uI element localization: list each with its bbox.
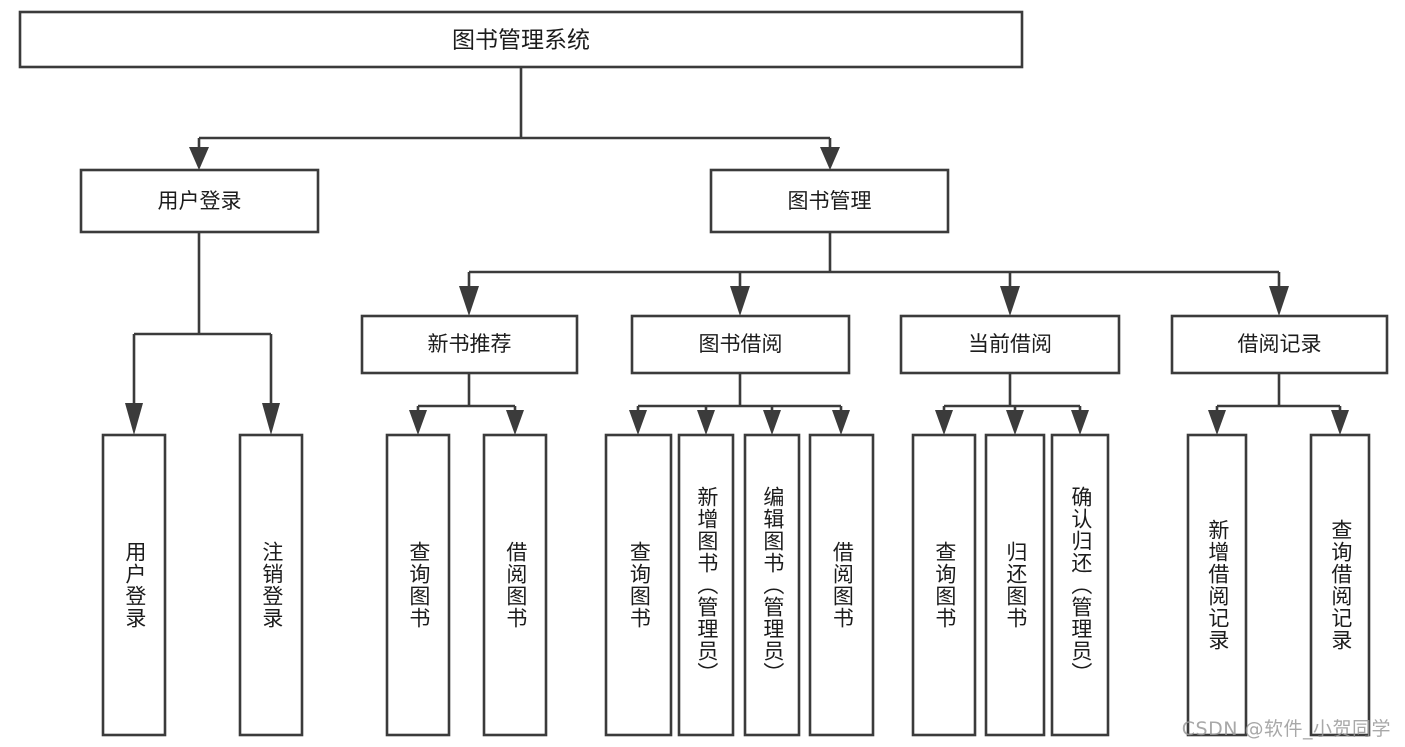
node-root-label: 图书管理系统 xyxy=(452,28,590,54)
watermark-text: CSDN @软件_小贺同学 xyxy=(1181,718,1391,740)
arrow-newbookrec-leaf-1 xyxy=(409,410,427,435)
arrow-bookborrow-leaf-4 xyxy=(832,410,850,435)
node-new-book-rec[interactable]: 新书推荐 xyxy=(360,314,579,375)
node-leaf-borrow-book-box[interactable] xyxy=(808,433,875,737)
arrow-currentborrow-leaf-2 xyxy=(1006,410,1024,435)
connectors xyxy=(125,67,1349,435)
node-leaf-query-book-cur-box[interactable] xyxy=(911,433,977,737)
node-borrow-record[interactable]: 借阅记录 xyxy=(1170,314,1389,375)
arrow-bookmanage-to-book-borrow xyxy=(730,286,750,316)
arrow-bookborrow-leaf-3 xyxy=(763,410,781,435)
node-book-borrow-box[interactable] xyxy=(630,314,851,375)
node-leaf-confirm-return-box[interactable] xyxy=(1050,433,1110,737)
node-new-book-rec-box[interactable] xyxy=(360,314,579,375)
node-leaf-borrow-book-rec-box[interactable] xyxy=(482,433,548,737)
arrow-root-to-book-manage xyxy=(820,147,840,170)
node-current-borrow-box[interactable] xyxy=(899,314,1121,375)
node-user-login-box[interactable] xyxy=(79,168,320,234)
node-book-borrow-label: 图书借阅 xyxy=(699,332,783,356)
node-leaf-edit-book-box[interactable] xyxy=(743,433,801,737)
node-current-borrow-label: 当前借阅 xyxy=(968,332,1052,356)
arrow-currentborrow-leaf-1 xyxy=(935,410,953,435)
node-borrow-record-box[interactable] xyxy=(1170,314,1389,375)
arrow-bookborrow-leaf-2 xyxy=(697,410,715,435)
node-leaf-query-book-bor-box[interactable] xyxy=(604,433,673,737)
arrow-root-to-user-login xyxy=(189,147,209,170)
node-current-borrow[interactable]: 当前借阅 xyxy=(899,314,1121,375)
node-root[interactable]: 图书管理系统 xyxy=(18,10,1024,69)
leaf-boxes xyxy=(101,433,1371,737)
node-root-box[interactable] xyxy=(18,10,1024,69)
node-leaf-user-login-box[interactable] xyxy=(101,433,167,737)
node-leaf-return-book-box[interactable] xyxy=(984,433,1046,737)
node-book-manage-box[interactable] xyxy=(709,168,950,234)
node-new-book-rec-label: 新书推荐 xyxy=(428,332,512,356)
node-user-login[interactable]: 用户登录 xyxy=(79,168,320,234)
node-leaf-query-book-rec-box[interactable] xyxy=(385,433,451,737)
node-leaf-add-book-box[interactable] xyxy=(677,433,735,737)
node-user-login-label: 用户登录 xyxy=(158,189,242,213)
arrow-borrowrecord-leaf-1 xyxy=(1208,410,1226,435)
node-book-borrow[interactable]: 图书借阅 xyxy=(630,314,851,375)
node-leaf-add-record-box[interactable] xyxy=(1186,433,1248,737)
arrow-bookmanage-to-borrow-record xyxy=(1269,286,1289,316)
node-leaf-logout-box[interactable] xyxy=(238,433,304,737)
arrow-currentborrow-leaf-3 xyxy=(1071,410,1089,435)
arrow-userlogin-leaf-1 xyxy=(125,403,143,435)
arrow-bookmanage-to-new-book-rec xyxy=(459,286,479,316)
node-borrow-record-label: 借阅记录 xyxy=(1238,332,1322,356)
arrow-borrowrecord-leaf-2 xyxy=(1331,410,1349,435)
node-book-manage-label: 图书管理 xyxy=(788,189,872,213)
arrow-userlogin-leaf-2 xyxy=(262,403,280,435)
arrow-bookborrow-leaf-1 xyxy=(629,410,647,435)
arrow-bookmanage-to-current-borrow xyxy=(1000,286,1020,316)
node-leaf-query-record-box[interactable] xyxy=(1309,433,1371,737)
arrow-newbookrec-leaf-2 xyxy=(506,410,524,435)
node-book-manage[interactable]: 图书管理 xyxy=(709,168,950,234)
